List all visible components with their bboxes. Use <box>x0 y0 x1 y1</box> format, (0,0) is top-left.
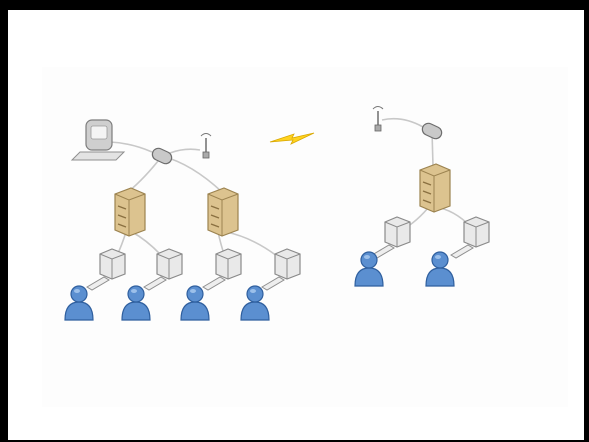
network-diagram-svg <box>64 106 490 321</box>
keyboard-icon <box>202 276 226 291</box>
client-computer-icon <box>274 248 301 280</box>
keyboard-icon <box>450 244 474 259</box>
client-computer-icon <box>99 248 126 280</box>
antenna-icon <box>200 133 212 159</box>
lightning-bolt-icon <box>269 132 315 145</box>
user-icon <box>240 285 270 321</box>
workstation-icon <box>70 119 126 161</box>
antenna-icon <box>372 106 384 132</box>
network-diagram <box>42 67 568 407</box>
keyboard-icon <box>86 276 110 291</box>
client-computer-icon <box>463 216 490 248</box>
client-computer-icon <box>384 216 411 248</box>
keyboard-icon <box>261 276 285 291</box>
client-computer-icon <box>215 248 242 280</box>
user-icon <box>425 251 455 287</box>
keyboard-icon <box>143 276 167 291</box>
connector-line <box>127 155 163 193</box>
user-icon <box>354 251 384 287</box>
diagram-frame <box>8 10 584 440</box>
router-icon <box>151 147 173 165</box>
connector-line <box>109 141 153 153</box>
connector-line <box>169 148 201 154</box>
router-icon <box>421 122 443 140</box>
connector-line <box>381 117 424 128</box>
server-icon <box>114 187 146 237</box>
client-computer-icon <box>156 248 183 280</box>
server-icon <box>419 163 451 213</box>
user-icon <box>64 285 94 321</box>
user-icon <box>121 285 151 321</box>
server-icon <box>207 187 239 237</box>
user-icon <box>180 285 210 321</box>
